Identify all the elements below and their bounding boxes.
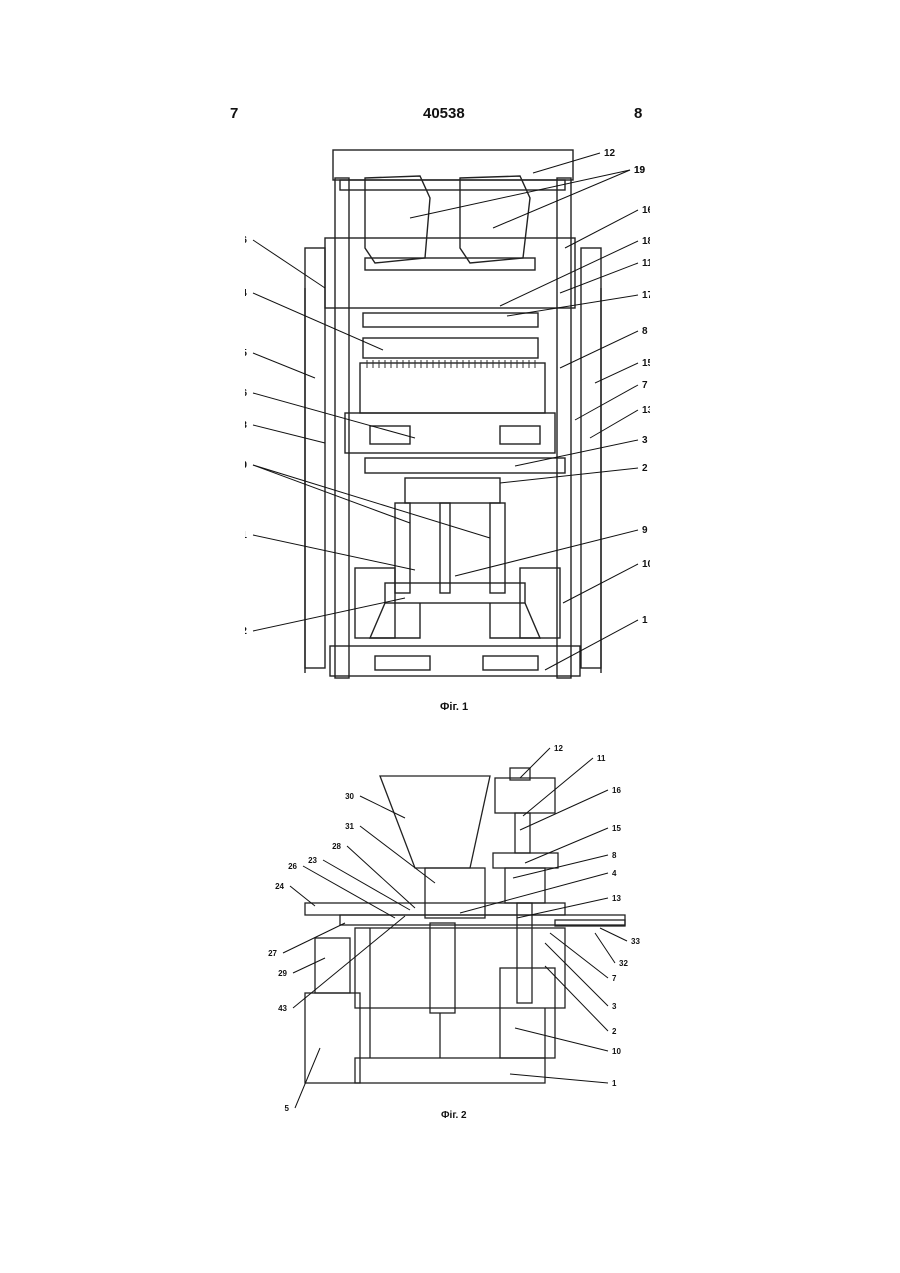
fig1-ref-label: 18 xyxy=(642,236,650,247)
fig1-leader-line xyxy=(253,535,415,570)
fig2-leader-line xyxy=(303,866,395,918)
fig1-leader-line xyxy=(545,620,638,670)
fig1-ref-label: 10 xyxy=(642,559,650,570)
fig1-ref-label: 22 xyxy=(245,626,247,637)
fig1-leader-line xyxy=(253,598,405,631)
fig1-ref-label: 3 xyxy=(642,435,648,446)
fig1-ref-label: 11 xyxy=(642,258,650,269)
figure-2-caption: Фіг. 2 xyxy=(441,1110,467,1121)
fig2-ref-label: 7 xyxy=(612,974,617,983)
fig2-leader-line xyxy=(295,1048,320,1108)
fig2-ref-label: 23 xyxy=(308,856,317,865)
fig1-ref-label: 6 xyxy=(245,388,247,399)
fig2-leader-line xyxy=(360,826,435,883)
fig2-leader-line xyxy=(520,748,550,778)
fig2-ref-label: 5 xyxy=(285,1104,290,1113)
fig1-ref-label: 13 xyxy=(642,405,650,416)
fig2-ref-label: 11 xyxy=(597,754,606,763)
fig2-ref-label: 1 xyxy=(612,1079,617,1088)
fig2-leader-line xyxy=(460,873,608,913)
fig1-leader-line xyxy=(253,465,490,538)
figure-1-caption: Фіг. 1 xyxy=(440,701,468,713)
page-number-left: 7 xyxy=(230,105,238,122)
fig1-ref-label: 20 xyxy=(245,460,247,471)
figure-1-drawing: 1219191618111781571332910116141561320202… xyxy=(245,138,650,720)
fig2-leader-line xyxy=(360,796,405,818)
fig1-ref-label: 16 xyxy=(642,205,650,216)
fig1-leader-line xyxy=(455,530,638,576)
patent-number: 40538 xyxy=(423,105,465,122)
fig1-ref-label: 8 xyxy=(642,326,648,337)
fig2-ref-label: 13 xyxy=(612,894,621,903)
fig2-leader-line xyxy=(520,790,608,830)
fig2-ref-label: 29 xyxy=(278,969,287,978)
fig1-ref-label: 13 xyxy=(245,420,247,431)
fig1-leader-line xyxy=(500,241,638,306)
fig2-ref-label: 28 xyxy=(332,842,341,851)
fig1-leader-line xyxy=(507,295,638,316)
fig2-ref-label: 8 xyxy=(612,851,617,860)
fig2-ref-label: 27 xyxy=(268,949,277,958)
fig2-leader-line xyxy=(523,758,593,816)
fig1-leader-line xyxy=(500,468,638,483)
fig2-ref-label: 32 xyxy=(619,959,628,968)
fig2-leader-line xyxy=(347,846,415,908)
fig2-leader-line xyxy=(595,933,615,963)
fig2-ref-label: 30 xyxy=(345,792,354,801)
fig1-ref-label: 1 xyxy=(642,615,648,626)
fig1-leader-line xyxy=(565,210,638,248)
fig1-leader-line xyxy=(253,425,325,443)
fig1-leader-line xyxy=(560,263,638,293)
fig1-ref-label: 17 xyxy=(642,290,650,301)
fig2-leader-line xyxy=(513,855,608,878)
fig2-leader-line xyxy=(290,886,315,906)
fig1-leader-line xyxy=(590,410,638,438)
fig2-leader-line xyxy=(515,1028,608,1051)
fig2-ref-label: 16 xyxy=(612,786,621,795)
figure-2: 1211161584133332732101303128232624272943… xyxy=(265,738,650,1128)
fig2-leader-line xyxy=(510,1074,608,1083)
fig2-ref-label: 31 xyxy=(345,822,354,831)
fig1-leader-line xyxy=(253,240,325,288)
fig2-ref-label: 2 xyxy=(612,1027,617,1036)
fig1-ref-label: 2 xyxy=(642,463,648,474)
fig1-ref-label: 19 xyxy=(634,165,646,176)
fig2-ref-label: 33 xyxy=(631,937,640,946)
fig1-ref-label: 21 xyxy=(245,530,247,541)
fig1-leader-line xyxy=(575,385,638,420)
fig1-ref-label: 16 xyxy=(245,235,247,246)
fig1-ref-label: 9 xyxy=(642,525,648,536)
fig1-ref-label: 12 xyxy=(604,148,616,159)
fig2-ref-label: 10 xyxy=(612,1047,621,1056)
fig1-ref-label: 15 xyxy=(642,358,650,369)
figure-1: 1219191618111781571332910116141561320202… xyxy=(245,138,650,720)
fig2-ref-label: 15 xyxy=(612,824,621,833)
fig1-leader-line xyxy=(253,465,410,523)
fig1-leader-line xyxy=(253,353,315,378)
fig2-ref-label: 4 xyxy=(612,869,617,878)
fig2-ref-label: 3 xyxy=(612,1002,617,1011)
fig2-leader-line xyxy=(293,958,325,973)
figure-2-drawing: 1211161584133332732101303128232624272943… xyxy=(265,738,650,1128)
fig2-leader-line xyxy=(293,916,405,1008)
fig2-ref-label: 26 xyxy=(288,862,297,871)
fig1-ref-label: 14 xyxy=(245,288,247,299)
page-number-right: 8 xyxy=(634,105,642,122)
fig2-ref-label: 24 xyxy=(275,882,284,891)
fig2-ref-label: 12 xyxy=(554,744,563,753)
fig1-ref-label: 7 xyxy=(642,380,648,391)
fig1-leader-line xyxy=(560,331,638,368)
fig1-leader-line xyxy=(533,153,600,173)
fig2-ref-label: 43 xyxy=(278,1004,287,1013)
fig1-ref-label: 15 xyxy=(245,348,247,359)
fig2-leader-line xyxy=(600,928,627,941)
